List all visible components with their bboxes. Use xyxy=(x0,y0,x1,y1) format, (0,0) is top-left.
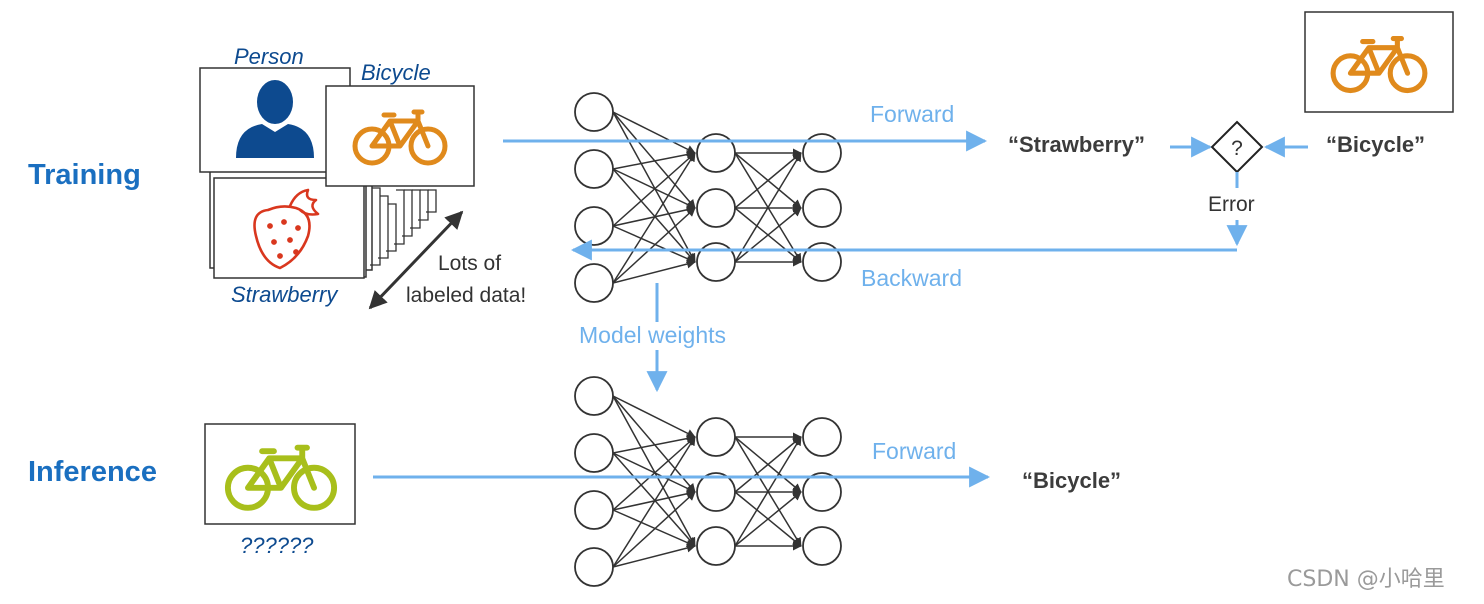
nn-connection xyxy=(612,434,696,454)
nn-connection xyxy=(734,436,802,547)
nn-connection xyxy=(612,152,696,227)
strawberry-icon xyxy=(253,188,320,270)
nn-connection xyxy=(612,225,696,263)
ground-truth-label: “Bicycle” xyxy=(1326,132,1425,157)
nn-connection xyxy=(612,395,696,547)
bicycle-caption: Bicycle xyxy=(361,60,431,85)
nn-connection xyxy=(734,152,802,263)
nn-node xyxy=(696,188,736,228)
inference-image-card xyxy=(204,423,356,525)
nn-node xyxy=(696,417,736,457)
diamond-compare-icon: ? xyxy=(1210,120,1264,174)
compare-symbol: ? xyxy=(1231,137,1243,160)
nn-node xyxy=(802,133,842,173)
person-card xyxy=(199,67,351,173)
nn-connection xyxy=(612,150,696,170)
nn-node xyxy=(696,242,736,282)
backward-label: Backward xyxy=(861,265,962,291)
strawberry-caption: Strawberry xyxy=(231,282,339,307)
training-title: Training xyxy=(28,159,141,191)
nn-connection xyxy=(734,207,802,263)
neural-network-icon xyxy=(574,376,842,587)
nn-connection xyxy=(612,452,696,547)
neural-network-icon xyxy=(574,92,842,303)
nn-node xyxy=(802,472,842,512)
nn-connection xyxy=(612,111,696,154)
ground-truth-card xyxy=(1304,11,1454,113)
bicycle-card xyxy=(325,85,475,187)
data-note-line1: Lots of xyxy=(438,252,501,275)
strawberry-card xyxy=(213,177,365,279)
nn-connection xyxy=(734,152,802,209)
data-note-line2: labeled data! xyxy=(406,284,526,307)
nn-node xyxy=(574,206,614,246)
inference-title: Inference xyxy=(28,456,157,488)
nn-node xyxy=(574,92,614,132)
nn-node xyxy=(574,376,614,416)
nn-node xyxy=(574,547,614,587)
nn-connection xyxy=(612,111,696,209)
labeled-image-stack: Person Strawberry Bicycle xyxy=(199,44,475,307)
nn-node xyxy=(802,188,842,228)
nn-node xyxy=(696,472,736,512)
nn-connection xyxy=(612,207,696,284)
nn-connection xyxy=(612,152,696,284)
nn-connection xyxy=(734,491,802,547)
nn-connection xyxy=(612,543,696,568)
nn-node xyxy=(574,149,614,189)
nn-connection xyxy=(612,168,696,263)
nn-connection xyxy=(612,436,696,568)
nn-node xyxy=(696,133,736,173)
nn-connection xyxy=(612,436,696,511)
person-icon xyxy=(236,80,314,158)
nn-connection xyxy=(612,395,696,438)
nn-node xyxy=(574,490,614,530)
nn-connection xyxy=(612,111,696,263)
inference-caption: ?????? xyxy=(240,533,314,558)
nn-node xyxy=(574,263,614,303)
nn-connection xyxy=(612,509,696,547)
person-caption: Person xyxy=(234,44,304,69)
inference-forward-label: Forward xyxy=(872,438,956,464)
nn-connection xyxy=(612,259,696,284)
watermark: CSDN @小哈里 xyxy=(1287,567,1445,592)
training-forward-label: Forward xyxy=(870,101,954,127)
nn-node xyxy=(802,417,842,457)
nn-node xyxy=(802,526,842,566)
nn-node xyxy=(574,433,614,473)
nn-connection xyxy=(734,436,802,493)
model-weights-label: Model weights xyxy=(579,322,726,348)
inference-result-label: “Bicycle” xyxy=(1022,468,1121,493)
data-quantity-arrow xyxy=(368,210,464,310)
prediction-label: “Strawberry” xyxy=(1008,132,1145,157)
nn-node xyxy=(802,242,842,282)
error-label: Error xyxy=(1208,193,1255,216)
nn-connection xyxy=(612,491,696,568)
nn-node xyxy=(696,526,736,566)
